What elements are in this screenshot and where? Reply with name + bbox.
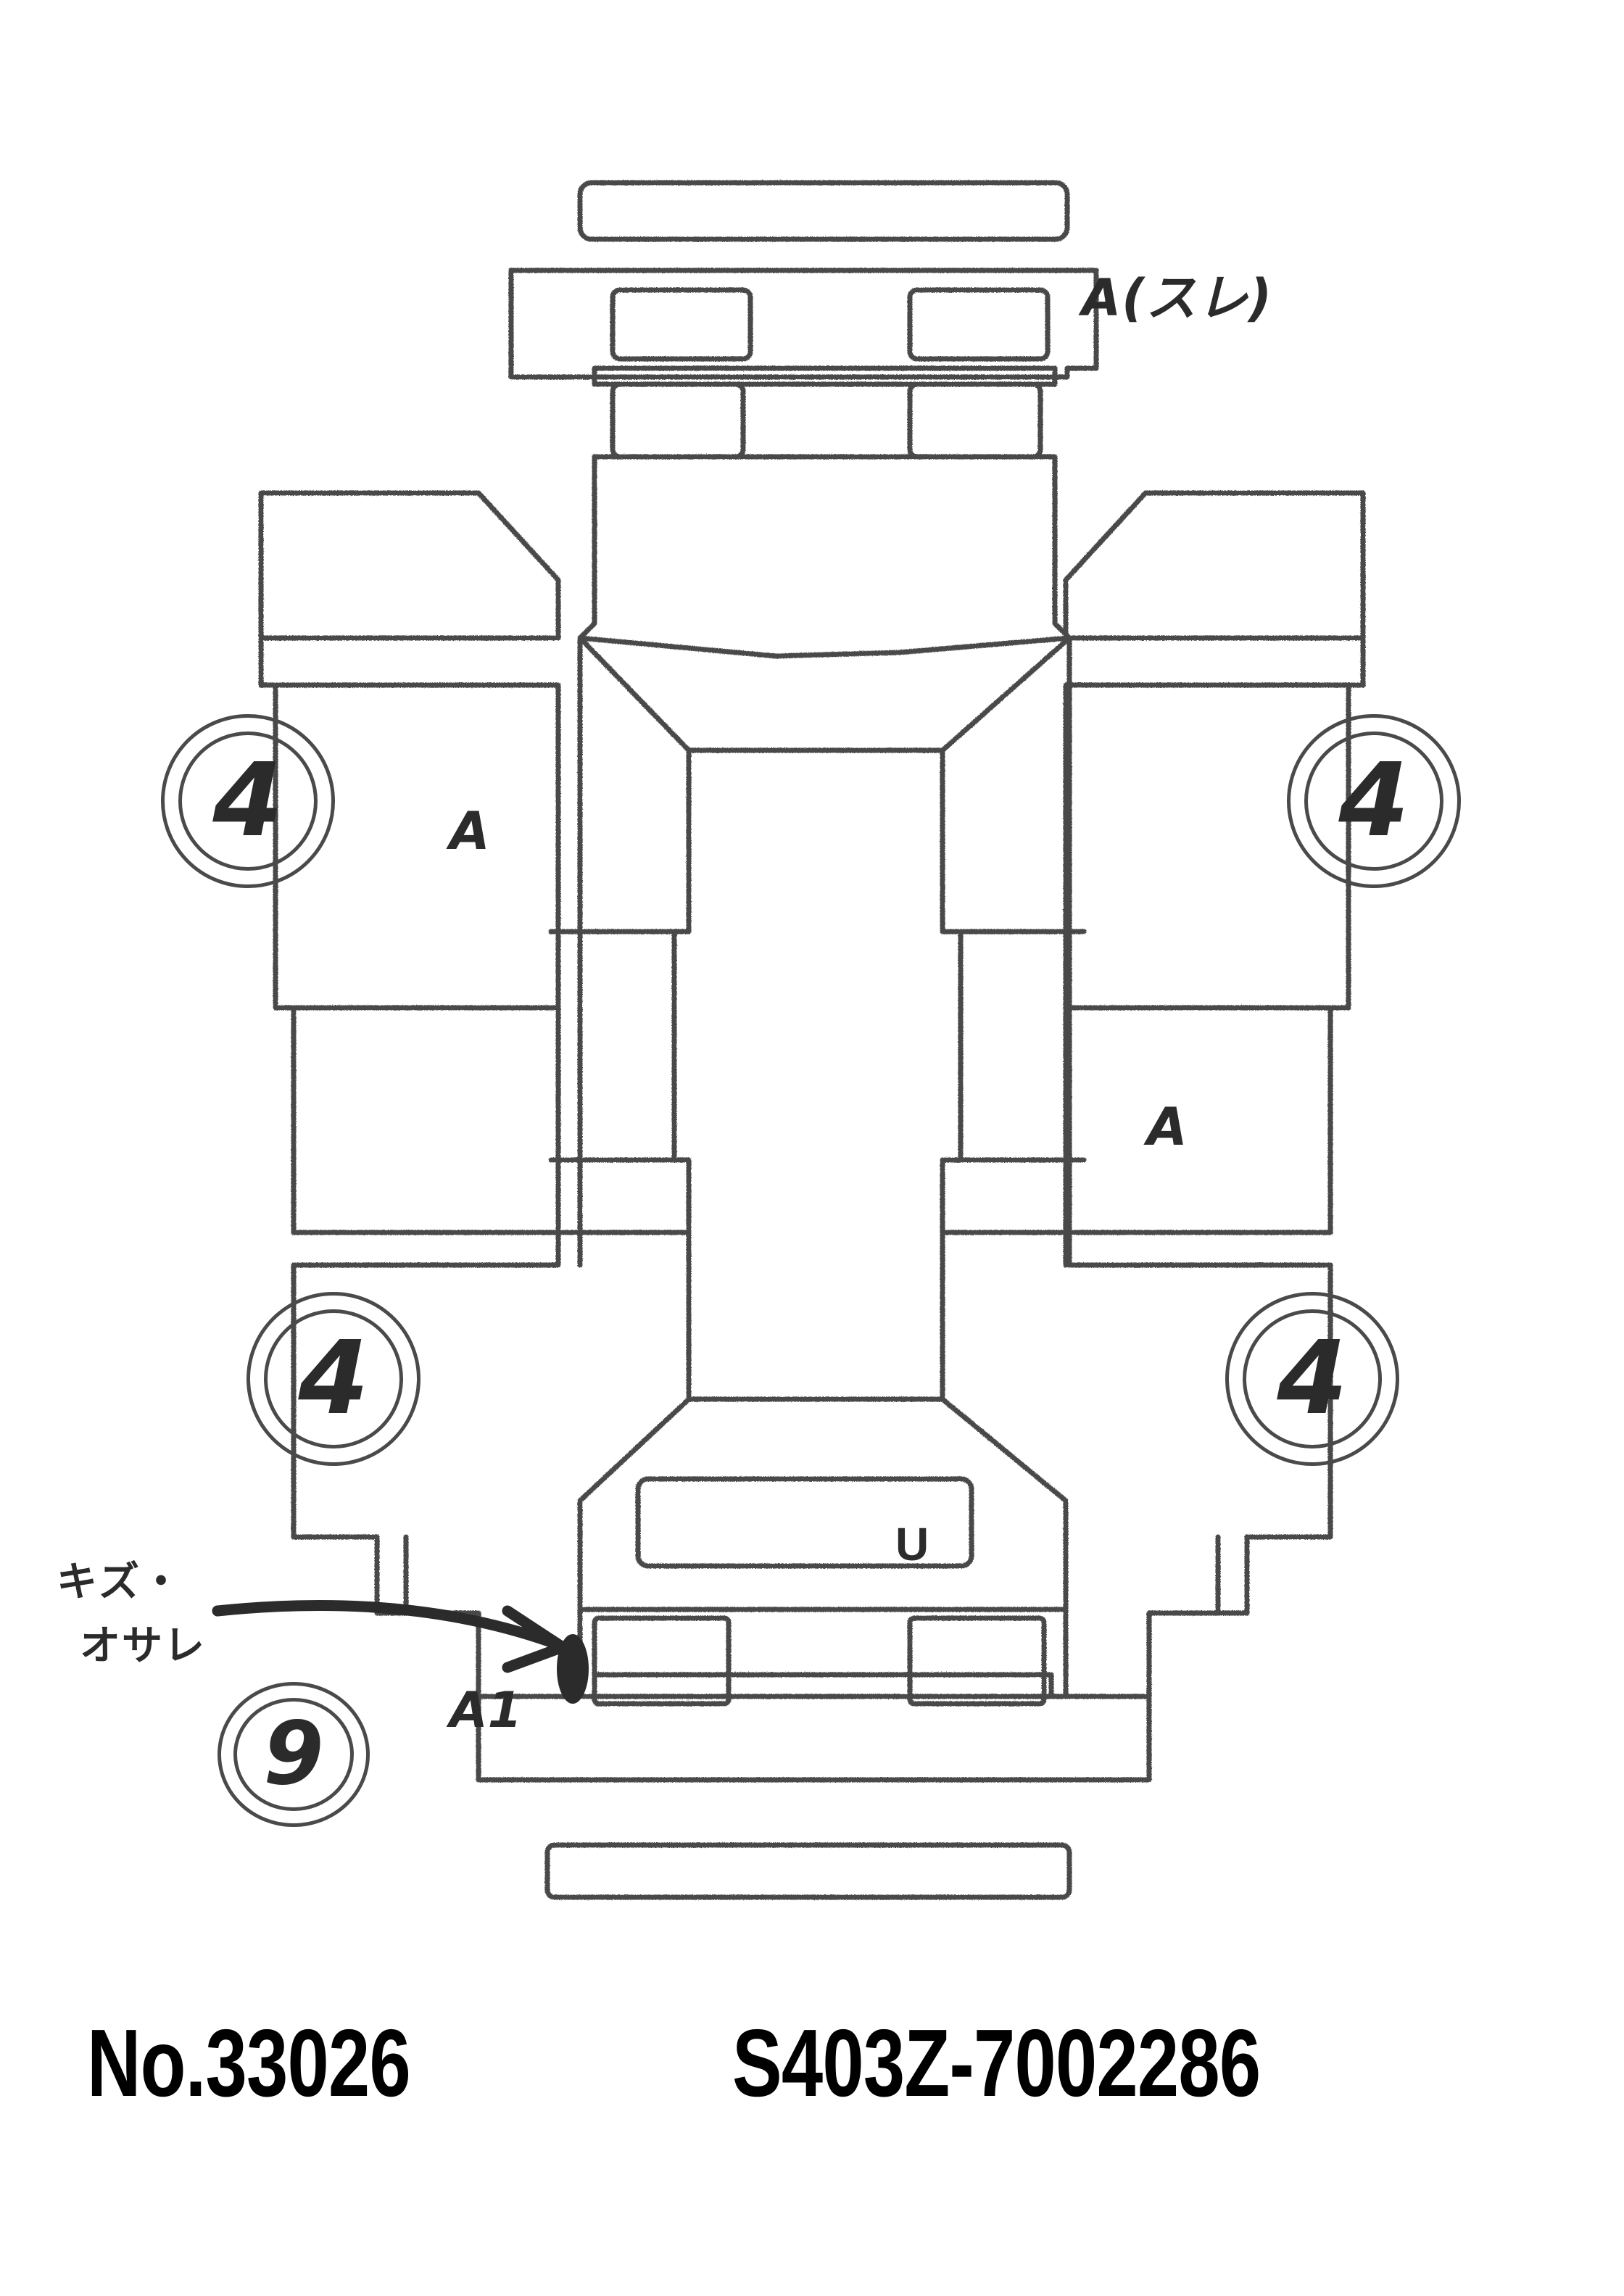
damage-badge-front-right-wheel: 4 bbox=[1287, 714, 1461, 888]
annotation-a-sure: A(スレ) bbox=[1082, 268, 1273, 328]
badge-outer-ring bbox=[161, 714, 335, 888]
badge-outer-ring bbox=[1225, 1292, 1399, 1466]
annotation-a1-rear-bumper: A1 bbox=[450, 1682, 522, 1739]
lot-number: No.33026 bbox=[87, 2010, 411, 2116]
badge-inner-ring bbox=[233, 1698, 354, 1811]
car-body-diagram bbox=[212, 180, 1366, 1900]
badge-inner-ring bbox=[264, 1309, 403, 1449]
annotation-kizu-line2: オサレ bbox=[80, 1622, 206, 1670]
badge-value: 4 bbox=[212, 742, 283, 860]
badge-value: 9 bbox=[263, 1704, 324, 1804]
badge-inner-ring bbox=[178, 732, 318, 871]
annotation-u-mark: U bbox=[895, 1518, 929, 1570]
badge-outer-ring bbox=[218, 1682, 370, 1827]
damage-badge-rear-left-wheel: 4 bbox=[246, 1292, 420, 1466]
badge-value: 4 bbox=[1277, 1319, 1348, 1438]
badge-outer-ring bbox=[1287, 714, 1461, 888]
chassis-number: S403Z-7002286 bbox=[732, 2010, 1261, 2116]
damage-badge-rear-left-bumper: 9 bbox=[218, 1682, 370, 1827]
annotation-a-right-quarter: A bbox=[1147, 1096, 1188, 1157]
damage-badge-front-left-wheel: 4 bbox=[161, 714, 335, 888]
sheet-footer: No.33026 S403Z-7002286 bbox=[0, 2001, 1624, 2160]
annotation-a-left-door: A bbox=[450, 800, 490, 861]
damage-badge-rear-right-wheel: 4 bbox=[1225, 1292, 1399, 1466]
badge-outer-ring bbox=[246, 1292, 420, 1466]
badge-value: 4 bbox=[1338, 742, 1409, 860]
badge-value: 4 bbox=[298, 1319, 369, 1438]
badge-inner-ring bbox=[1304, 732, 1443, 871]
badge-inner-ring bbox=[1243, 1309, 1382, 1449]
annotation-kizu-line1: キズ・ bbox=[57, 1559, 183, 1606]
